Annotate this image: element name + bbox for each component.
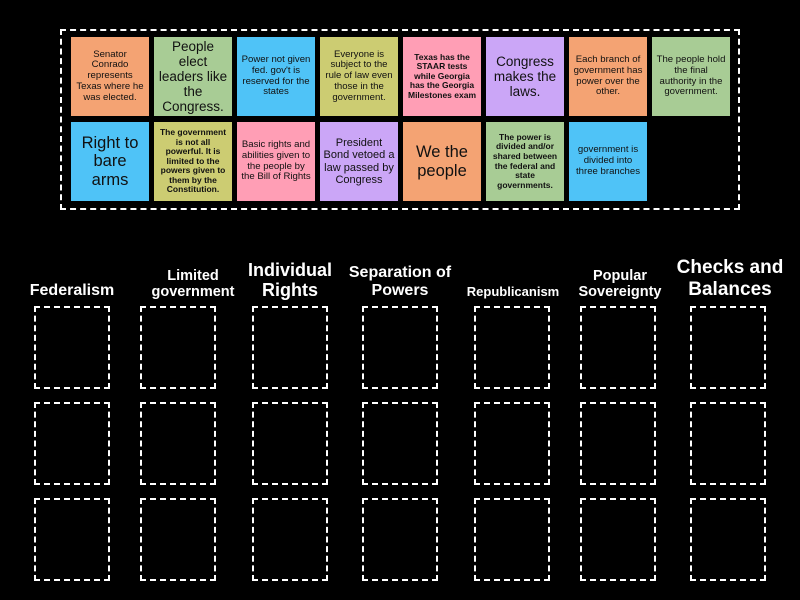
tile-row: Senator Conrado represents Texas where h… [71, 37, 735, 116]
category-heading: Individual Rights [247, 259, 332, 300]
category-heading: Checks and Balances [676, 257, 784, 300]
dropzone-slot[interactable] [34, 498, 110, 581]
dropzone-slot[interactable] [474, 402, 550, 485]
dropzone-slot[interactable] [580, 498, 656, 581]
draggable-tile[interactable]: Congress makes the laws. [486, 37, 564, 116]
dropzone-slot[interactable] [690, 402, 766, 485]
draggable-tile[interactable]: Texas has the STAAR tests while Georgia … [403, 37, 481, 116]
dropzone-slot[interactable] [580, 402, 656, 485]
category-heading: Separation of Powers [348, 264, 452, 300]
tile-rows: Senator Conrado represents Texas where h… [71, 37, 735, 207]
category-heading: Limited government [151, 267, 235, 300]
dropzone-slot[interactable] [362, 306, 438, 389]
dropzone-slot[interactable] [362, 498, 438, 581]
dropzone-slot[interactable] [362, 402, 438, 485]
dropzone-slot[interactable] [690, 306, 766, 389]
dropzone-slot[interactable] [140, 402, 216, 485]
dropzone-slot[interactable] [690, 498, 766, 581]
draggable-tile[interactable]: We the people [403, 122, 481, 201]
draggable-tile[interactable]: government is divided into three branche… [569, 122, 647, 201]
draggable-tile[interactable]: The people hold the final authority in t… [652, 37, 730, 116]
dropzone-grid [0, 306, 800, 586]
dropzone-slot[interactable] [474, 306, 550, 389]
dropzone-slot[interactable] [252, 498, 328, 581]
draggable-tile[interactable]: Each branch of government has power over… [569, 37, 647, 116]
tile-tray: Senator Conrado represents Texas where h… [60, 29, 740, 210]
dropzone-slot[interactable] [252, 306, 328, 389]
category-heading: Federalism [29, 282, 115, 300]
draggable-tile[interactable]: Power not given fed. gov't is reserved f… [237, 37, 315, 116]
dropzone-slot[interactable] [34, 306, 110, 389]
draggable-tile[interactable]: Right to bare arms [71, 122, 149, 201]
draggable-tile[interactable]: The power is divided and/or shared betwe… [486, 122, 564, 201]
draggable-tile[interactable]: Senator Conrado represents Texas where h… [71, 37, 149, 116]
dropzone-slot[interactable] [140, 306, 216, 389]
category-headings: Federalism Limited government Individual R… [0, 228, 800, 300]
category-heading: Popular Sovereignty [578, 267, 662, 300]
dropzone-slot[interactable] [34, 402, 110, 485]
draggable-tile[interactable]: Everyone is subject to the rule of law e… [320, 37, 398, 116]
dropzone-slot[interactable] [580, 306, 656, 389]
category-heading: Republicanism [466, 284, 560, 300]
draggable-tile[interactable]: The government is not all powerful. It i… [154, 122, 232, 201]
dropzone-slot[interactable] [252, 402, 328, 485]
draggable-tile[interactable]: Basic rights and abilities given to the … [237, 122, 315, 201]
dropzone-slot[interactable] [140, 498, 216, 581]
draggable-tile[interactable]: People elect leaders like the Congress. [154, 37, 232, 116]
draggable-tile[interactable]: President Bond vetoed a law passed by Co… [320, 122, 398, 201]
tile-slot-empty [652, 122, 730, 201]
dropzone-slot[interactable] [474, 498, 550, 581]
